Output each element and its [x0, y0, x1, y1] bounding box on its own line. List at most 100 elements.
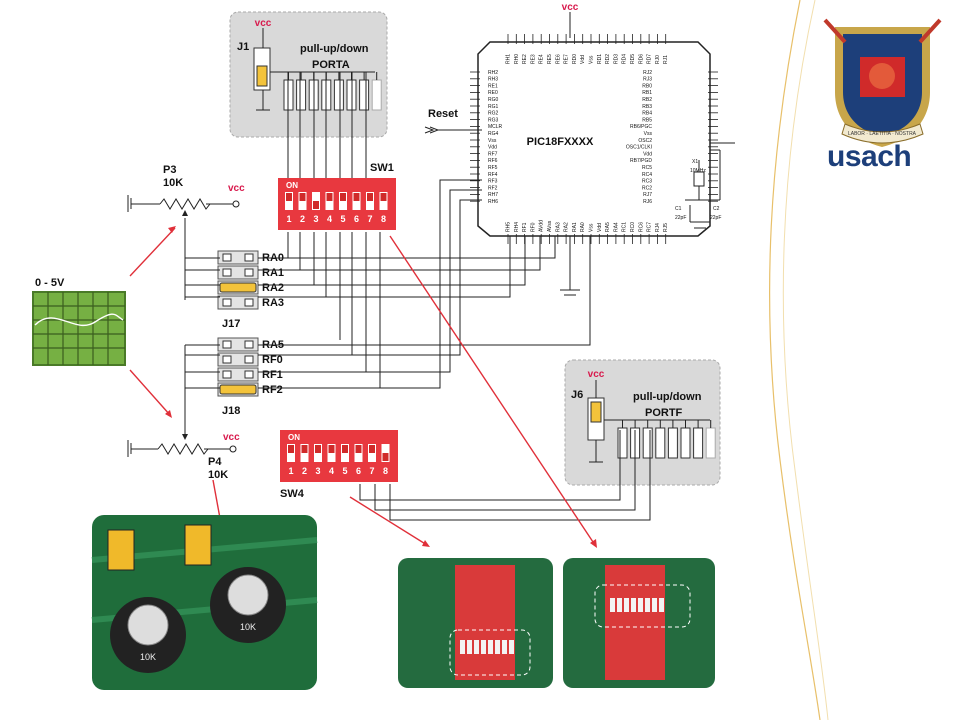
mcu-name: PIC18FXXXX — [527, 136, 594, 148]
mcu-pin-label: RB4 — [642, 111, 652, 117]
mcu-pin-label: RE5 — [547, 54, 553, 64]
dip-key-number: 2 — [302, 466, 307, 476]
mcu-pin-label: Vss — [589, 55, 595, 64]
mcu-pin-label: RB2 — [642, 97, 652, 103]
portf-pullup-label: pull-up/down — [633, 391, 702, 403]
mcu-pin-label: Vss — [589, 223, 595, 232]
dip-key-number: 6 — [354, 214, 359, 224]
dip-key-number: 1 — [286, 214, 291, 224]
mcu-pin-label: RJ7 — [643, 192, 652, 198]
schematic-diagram: vcc J1 pull-up/down PORTA vcc J6 pull-up… — [30, 0, 740, 695]
sw1-photo — [563, 558, 715, 688]
mcu-pin-label: RF5 — [488, 165, 498, 171]
mcu-pin-label: RH4 — [514, 222, 520, 232]
mcu-pin-label: RF1 — [522, 222, 528, 232]
signal-range-label: 0 - 5V — [35, 277, 65, 289]
reset-label: Reset — [428, 108, 458, 120]
sw4-dip-switch[interactable] — [280, 430, 398, 482]
mcu-pin-label: Vss — [644, 131, 653, 137]
dip-key-number: 5 — [340, 214, 345, 224]
dip-key-number: 3 — [315, 466, 320, 476]
mcu-pin-label: RH0 — [514, 54, 520, 64]
mcu-pin-label: RC0 — [630, 222, 636, 232]
pot-photo-label-2: 10K — [240, 622, 256, 632]
mcu-vcc-label: vcc — [562, 2, 579, 13]
p3-potentiometer: P3 10K vcc — [127, 164, 245, 228]
mcu-pin-label: RJ6 — [643, 199, 652, 205]
mcu-pin-label: RA4 — [613, 222, 619, 232]
dip-key-number: 3 — [313, 214, 318, 224]
jumper-row-label: RF1 — [262, 369, 283, 381]
mcu-pin-label: RB1 — [642, 90, 652, 96]
usach-crest-logo: LABOR · LAETITIA · NOSTRA — [823, 18, 942, 147]
jumper-row-label: RA1 — [262, 267, 284, 279]
mcu-pin-label: RC6 — [638, 222, 644, 232]
mcu-pin-label: RE3 — [530, 54, 536, 64]
j6-label: J6 — [571, 389, 583, 401]
pullup-resistor — [617, 427, 628, 459]
sw4-on-label: ON — [288, 433, 300, 442]
mcu-pin-label: RD5 — [630, 54, 636, 64]
mcu-pin-label: RA2 — [564, 222, 570, 232]
mcu-pin-label: RJ3 — [643, 77, 652, 83]
mcu-pin-label: RG1 — [488, 104, 499, 110]
mcu-pin-label: RG2 — [488, 111, 499, 117]
dip-key-number: 2 — [300, 214, 305, 224]
portf-label: PORTF — [645, 407, 683, 419]
mcu-pin-label: RH5 — [506, 222, 512, 232]
mcu-pin-label: RF0 — [530, 222, 536, 232]
mcu-pin-label: RA3 — [555, 222, 561, 232]
mcu-pin-label: Vdd — [580, 55, 586, 64]
mcu-pin-label: Vdd — [597, 223, 603, 232]
mcu-pin-label: RE2 — [522, 54, 528, 64]
mcu-pin-label: RH2 — [488, 70, 498, 76]
pullup-resistor — [667, 427, 678, 459]
mcu-pin-label: RB5 — [642, 117, 652, 123]
dip-key-number: 7 — [369, 466, 374, 476]
mcu-pin-label: AVss — [547, 220, 553, 232]
mcu-pin-label: RH6 — [488, 199, 498, 205]
mcu-pin-label: RC2 — [642, 185, 652, 191]
mcu-pin-label: OSC1/CLKI — [626, 145, 652, 151]
mcu-pin-label: Vss — [488, 138, 497, 144]
dip-key-number: 7 — [367, 214, 372, 224]
j18-label: J18 — [222, 405, 240, 417]
j6-vcc-label: vcc — [588, 369, 605, 380]
pullup-resistor — [693, 427, 704, 459]
pullup-resistor — [642, 427, 653, 459]
mcu-pin-label: RE1 — [488, 83, 498, 89]
dip-key-number: 4 — [327, 214, 332, 224]
sw1-dip-switch[interactable] — [278, 178, 396, 230]
mcu-pin-label: RG0 — [488, 97, 499, 103]
pot-photo-label-1: 10K — [140, 652, 156, 662]
mcu-pin-label: RC7 — [647, 222, 653, 232]
pullup-resistor — [359, 79, 370, 111]
jumper-row-label: RF2 — [262, 384, 283, 396]
mcu-pin-label: AVdd — [539, 220, 545, 232]
c1-value: 22pF — [675, 215, 686, 221]
p3-value: 10K — [163, 177, 183, 189]
mcu-pin-label: RJ1 — [663, 55, 669, 64]
mcu-pin-label: RH1 — [506, 54, 512, 64]
mcu-pin-label: RD1 — [597, 54, 603, 64]
pullup-resistor — [655, 427, 666, 459]
jumper-row-label: RA3 — [262, 297, 284, 309]
mcu-pin-labels: RH2RH3RE1RE0RG0RG1RG2RG3MCLRRG4VssVddRF7… — [470, 34, 718, 244]
mcu-pin-label: RD0 — [572, 54, 578, 64]
mcu-pin-label: RF2 — [488, 185, 498, 191]
mcu-pin-label: RF4 — [488, 172, 498, 178]
pullup-resistor — [371, 79, 382, 111]
mcu-pin-label: MCLR — [488, 124, 503, 130]
mcu-pin-label: RJ4 — [655, 223, 661, 232]
mcu-pin-label: RJ2 — [643, 70, 652, 76]
mcu-pin-label: RD2 — [605, 54, 611, 64]
porta-pullup-label: pull-up/down — [300, 43, 369, 55]
mcu-pin-label: RB0 — [642, 83, 652, 89]
usach-wordmark: usach — [827, 140, 912, 173]
mcu-pin-label: RD3 — [613, 54, 619, 64]
motto-text: LABOR · LAETITIA · NOSTRA — [848, 131, 917, 137]
